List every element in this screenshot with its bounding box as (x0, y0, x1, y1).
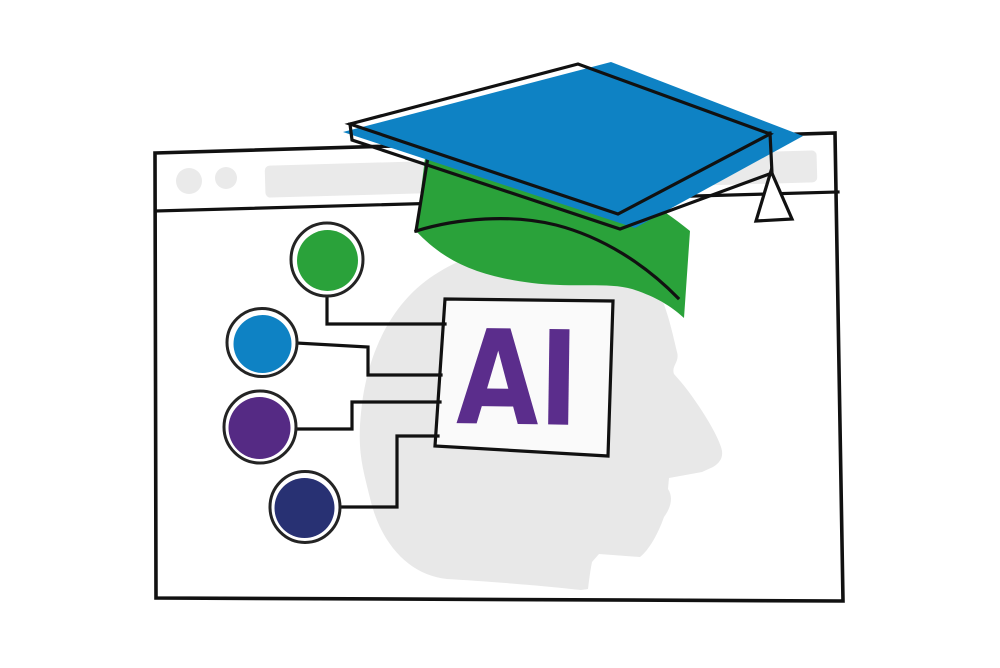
cap-band-outline (413, 217, 681, 301)
cap-board-outline (344, 62, 774, 216)
connector-line-green (325, 291, 447, 326)
ai-chip (433, 297, 615, 458)
toolbar-dot (215, 167, 237, 189)
node-circle-green (297, 230, 358, 291)
node-circle-navy (274, 478, 335, 538)
cap-band-outline (414, 155, 430, 233)
node-circle-purple (228, 397, 291, 459)
connector-line-navy (339, 434, 440, 509)
connector-line-purple (295, 400, 442, 431)
cap-tassel (753, 166, 795, 223)
cap-board-edge-outline (348, 122, 774, 231)
toolbar-dot (176, 168, 202, 194)
connector-line-blue (294, 341, 443, 377)
ai-label: AI (456, 301, 580, 456)
node-circle-blue (233, 315, 292, 373)
